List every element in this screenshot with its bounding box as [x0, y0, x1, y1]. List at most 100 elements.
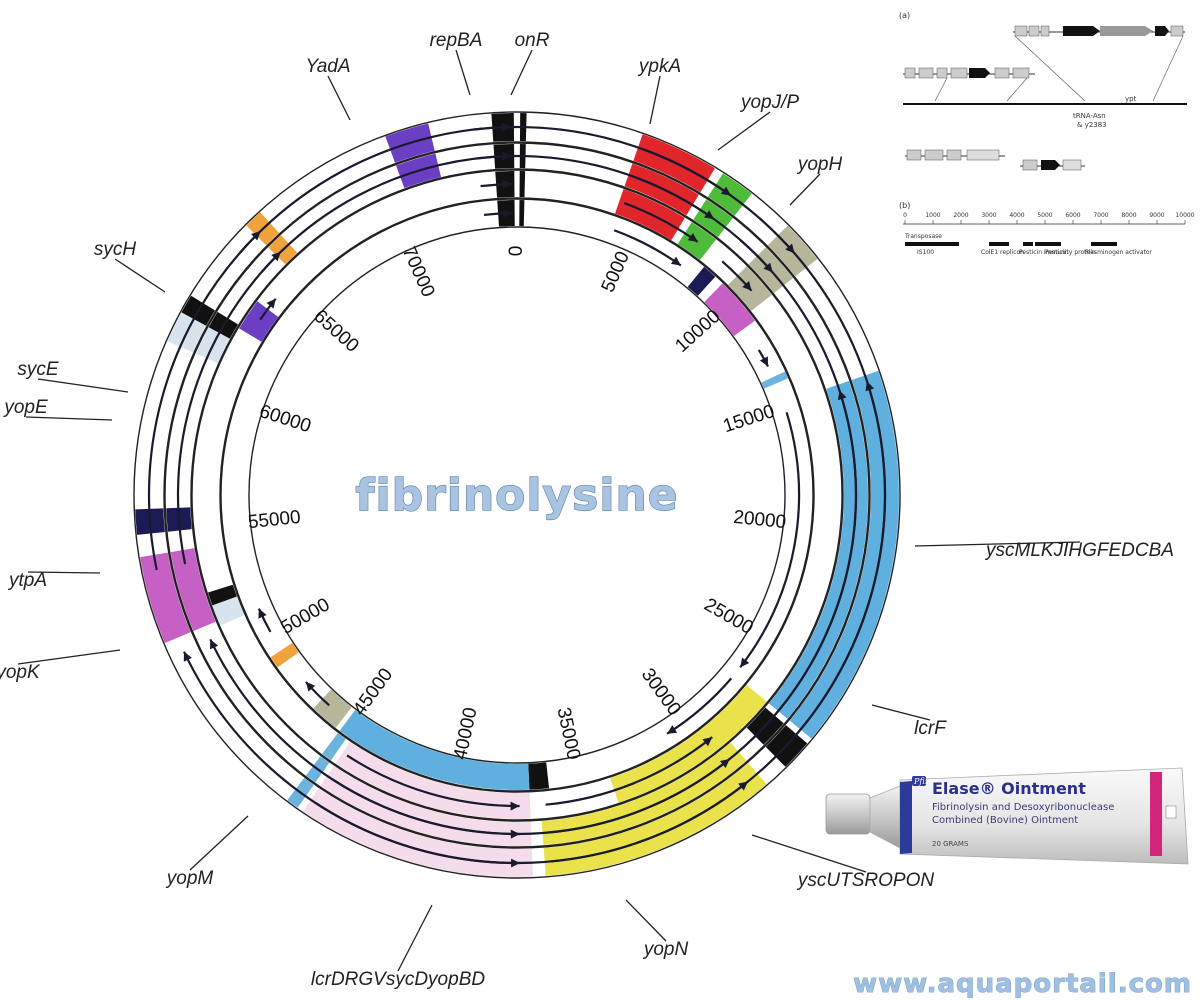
plasmid-rings [133, 111, 901, 879]
gene-block-yopk [170, 548, 216, 632]
gene-block-lcrdrgvsycdyopbd [302, 788, 533, 877]
trna-sub: & y2383 [1077, 121, 1107, 129]
coordinate-label: 60000 [257, 401, 314, 437]
coordinate-label: 50000 [277, 594, 333, 639]
gene-block-lcrdrgvsycdyopbd [320, 765, 532, 846]
gene-leader-line [751, 834, 867, 873]
inset-backbone: tRNA-Asn & y2383 ypt [903, 35, 1187, 129]
inset-scale-label: 1000 [925, 212, 940, 219]
coordinate-label: 45000 [349, 665, 397, 720]
ring-circle [220, 198, 814, 792]
direction-arrowhead [503, 208, 513, 218]
gene-block [239, 301, 279, 342]
gene-leader-line [789, 173, 821, 206]
gene-label-ypka: ypkA [637, 56, 681, 77]
gene-leader-line [327, 75, 351, 121]
inset-scale-label: 9000 [1149, 212, 1164, 219]
gene-block-yscutsropon [574, 742, 747, 841]
direction-arrowhead [266, 298, 276, 309]
direction-arrowhead [502, 179, 512, 189]
inset-scale-label: 2000 [953, 212, 968, 219]
gene-label-yopk: yopK [0, 662, 41, 683]
ring-circle [219, 197, 815, 793]
gene-leader-line [717, 111, 771, 151]
gene-label-yope: yopE [2, 397, 48, 418]
ring-circle [190, 168, 844, 822]
second-operon [903, 67, 1035, 79]
coordinate-label: 30000 [637, 665, 685, 720]
gene-block [212, 596, 245, 626]
gene-block-yscmlkjihgfedcba [768, 380, 868, 719]
pfizer-logo [912, 776, 926, 786]
gene-leader-line [510, 49, 533, 96]
lower-operons [905, 149, 1085, 171]
coordinate-label: 70000 [398, 243, 439, 300]
tube-cap [825, 793, 871, 835]
gene-label-yscmlkjihgfedcba: yscMLKJIHGFEDCBA [984, 540, 1174, 561]
direction-arrow-line [346, 754, 520, 808]
gene-block [704, 283, 755, 336]
coordinate-label: 25000 [700, 594, 756, 639]
inset-scale-label: 8000 [1121, 212, 1136, 219]
direction-arrowhead [258, 608, 267, 619]
panel-b-label: (b) [899, 201, 910, 210]
direction-arrowhead [687, 232, 698, 242]
gene-block-onr [519, 171, 526, 198]
gene-leader-line [871, 704, 931, 721]
coordinate-label: 15000 [721, 401, 778, 437]
direction-arrowhead [510, 801, 520, 811]
trna-label: tRNA-Asn [1073, 112, 1106, 120]
gene-block [339, 709, 530, 790]
direction-arrowhead [759, 356, 768, 367]
tube-brand: Elase® Ointment [932, 779, 1086, 798]
inset-scale-label: 3000 [981, 212, 996, 219]
svg-text:Pfizer: Pfizer [913, 777, 939, 786]
gene-leader-line [189, 815, 249, 871]
direction-arrowhead [740, 657, 750, 668]
inset-features: Transposase IS100 ColE1 replicon Pestici… [904, 233, 1153, 256]
ointment-tube: Pfizer Elase® Ointment Fibrinolysin and … [825, 767, 1189, 865]
gene-label-sych: sycH [94, 239, 137, 260]
gene-block-yscutsropon [578, 762, 767, 872]
gene-leader-line [625, 899, 667, 942]
coordinate-label: 0 [506, 246, 527, 257]
direction-arrowhead [667, 725, 678, 734]
gene-label-lcrdrgvsycdyopbd: lcrDRGVsycDyopBD [311, 969, 485, 990]
direction-arrows [147, 122, 887, 868]
coordinate-label: 35000 [552, 706, 584, 762]
gene-label-yoph: yopH [796, 154, 843, 175]
inset-scale-label: 7000 [1093, 212, 1108, 219]
feature-cole1: ColE1 replicon [981, 249, 1024, 256]
gene-block-yopk [140, 552, 191, 644]
gene-block [610, 684, 767, 803]
gene-leader-line [455, 49, 471, 96]
gene-label-yscutsropon: yscUTSROPON [796, 870, 934, 891]
feature-pesticin: Pesticin [1045, 249, 1068, 256]
tube-line2: Combined (Bovine) Ointment [932, 815, 1078, 826]
gene-block [208, 584, 237, 606]
gene-block-yopm [322, 733, 346, 761]
direction-arrowhead [702, 737, 713, 747]
ypt-label: ypt [1125, 95, 1137, 103]
gene-leader-line [114, 258, 166, 293]
gene-leader-line [37, 378, 129, 393]
coordinate-label: 55000 [247, 507, 302, 533]
feature-transposase: Transposase [904, 233, 942, 240]
gene-block [687, 266, 716, 296]
coordinate-label: 10000 [671, 306, 724, 357]
site-watermark: www.aquaportail.com [853, 969, 1192, 999]
direction-arrowhead [271, 251, 281, 262]
gene-label-yopn: yopN [642, 939, 689, 960]
direction-arrowhead [251, 230, 261, 241]
gene-leader-line [649, 75, 661, 125]
direction-arrowhead [305, 681, 316, 692]
ring-circle [164, 142, 870, 848]
gene-leader-line [25, 416, 113, 421]
gene-block-onr [519, 200, 525, 227]
tube-stripe [1150, 772, 1162, 856]
gene-label-ytpa: ytpA [7, 570, 47, 591]
